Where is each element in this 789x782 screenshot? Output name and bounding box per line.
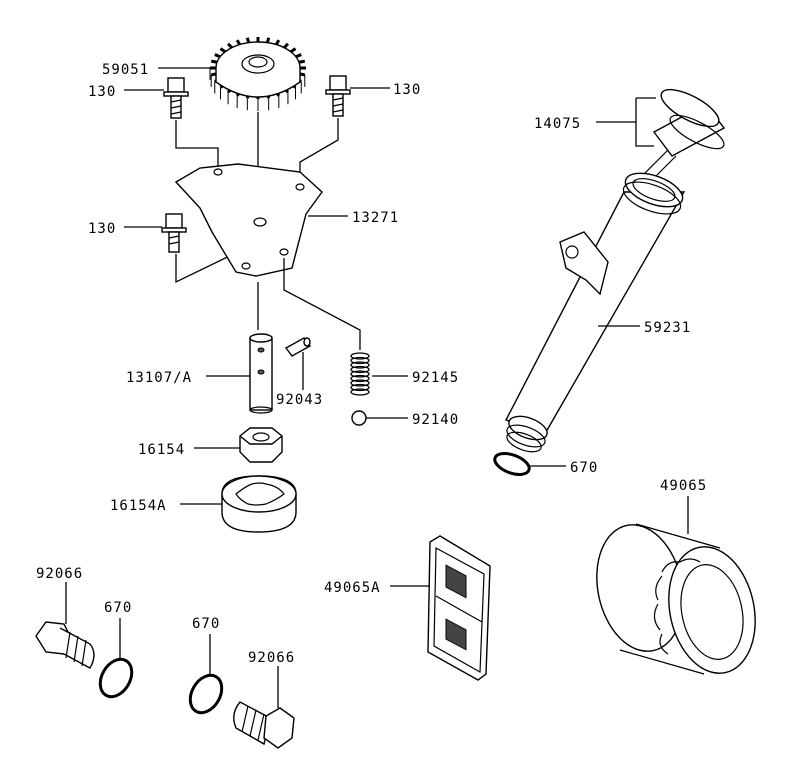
label-92066-left: 92066 xyxy=(36,566,83,582)
gear-tooth xyxy=(265,37,271,44)
label-49065: 49065 xyxy=(660,478,707,494)
filler-tube-59231[interactable] xyxy=(504,167,687,456)
bolt-mid-left[interactable] xyxy=(161,213,187,253)
gear-tooth xyxy=(245,37,251,44)
label-59051: 59051 xyxy=(102,62,149,78)
spring-coil xyxy=(350,352,370,360)
label-14075: 14075 xyxy=(534,116,581,132)
gear-59051[interactable] xyxy=(209,37,306,111)
guide-bolt-a xyxy=(175,120,219,168)
label-92043: 92043 xyxy=(276,392,323,408)
pump-plate-13271[interactable] xyxy=(174,163,323,277)
spring-coil xyxy=(350,370,370,378)
gear-tooth xyxy=(274,39,281,46)
spring-coil xyxy=(350,374,370,383)
inner-rotor-16154[interactable] xyxy=(239,427,283,463)
spring-coil xyxy=(350,383,370,392)
gear-tooth xyxy=(235,39,242,46)
gear-tooth xyxy=(283,42,290,49)
spring-coil xyxy=(350,356,370,365)
label-130-top-left: 130 xyxy=(88,84,116,100)
label-92145: 92145 xyxy=(412,370,459,386)
label-670-left: 670 xyxy=(104,600,132,616)
label-670-mid: 670 xyxy=(192,616,220,632)
label-670-tube: 670 xyxy=(570,460,598,476)
label-13107a: 13107/A xyxy=(126,370,192,386)
label-130-top-right: 130 xyxy=(393,82,421,98)
gear-tooth xyxy=(219,47,226,54)
bolt-top-left[interactable] xyxy=(163,77,189,119)
spring-coil xyxy=(350,365,370,374)
gear-tooth xyxy=(210,59,218,64)
label-16154: 16154 xyxy=(138,442,185,458)
drain-plug-92066-right[interactable] xyxy=(233,701,295,749)
bolt-top-right[interactable] xyxy=(325,75,351,117)
pin-92043[interactable] xyxy=(284,337,312,357)
spring-coil xyxy=(350,388,370,396)
label-13271: 13271 xyxy=(352,210,399,226)
oring-mid-670[interactable] xyxy=(184,670,228,719)
gear-tooth xyxy=(214,53,221,59)
dipstick-14075[interactable] xyxy=(627,82,728,197)
oring-tube-670[interactable] xyxy=(492,449,532,478)
spring-coil xyxy=(350,379,370,387)
label-59231: 59231 xyxy=(644,320,691,336)
oil-screen-49065a[interactable] xyxy=(427,535,491,681)
spring-92145[interactable] xyxy=(350,352,370,396)
gear-tooth xyxy=(295,53,302,59)
outer-rotor-16154a[interactable] xyxy=(221,475,297,533)
gear-tooth xyxy=(298,59,306,64)
leader-14075 xyxy=(596,97,656,147)
drain-plug-92066-left[interactable] xyxy=(35,621,95,669)
label-130-mid-left: 130 xyxy=(88,221,116,237)
guide-bolt-b xyxy=(299,118,339,182)
gear-tooth xyxy=(290,47,297,54)
label-16154a: 16154A xyxy=(110,498,167,514)
spring-coil xyxy=(350,361,370,369)
oil-filter-49065[interactable] xyxy=(586,517,767,682)
gear-tooth xyxy=(226,42,233,49)
shaft-13107a[interactable] xyxy=(249,333,273,414)
guide-spring xyxy=(283,258,361,350)
label-92066-right: 92066 xyxy=(248,650,295,666)
label-92140: 92140 xyxy=(412,412,459,428)
oring-left-670[interactable] xyxy=(94,654,138,703)
label-49065a: 49065A xyxy=(324,580,381,596)
ball-92140[interactable] xyxy=(351,410,367,426)
